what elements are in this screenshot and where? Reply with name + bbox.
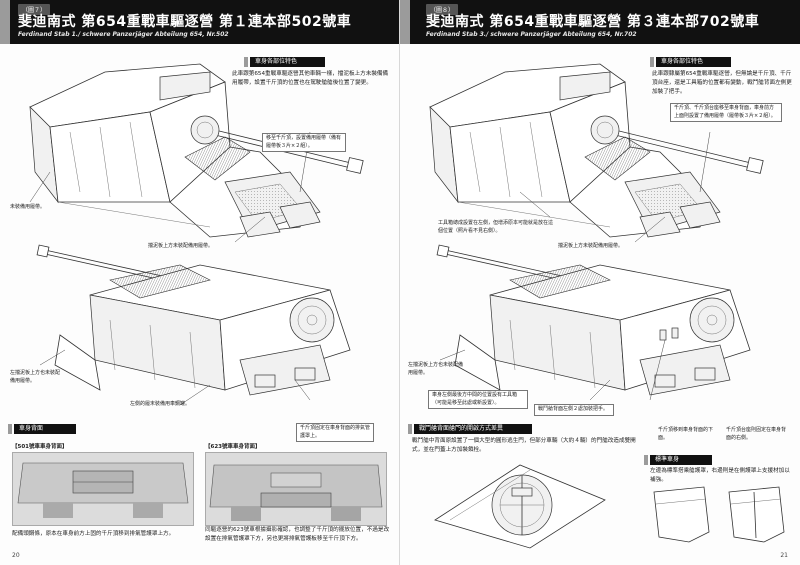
- left-section-features: 車身各部位特色: [244, 57, 325, 67]
- left-callout-mudguard-rear: 擋泥板上方未裝配備用履帶。: [148, 243, 214, 249]
- right-tank-rear-drawing: [436, 244, 751, 401]
- right-header: （圖８） 斐迪南式 第654重戰車驅逐營 第３連本部702號車 Ferdinan…: [400, 0, 800, 44]
- left-figure-tag: （圖７）: [18, 4, 51, 15]
- right-hatch-text: 戰鬥艙中背面原設置了一個大型的圓形逃生門，但部分車輛（大約４輛）的門艙改造成雙開…: [412, 438, 636, 453]
- right-header-accent: [400, 0, 410, 44]
- right-section-tools: 標準車身: [644, 455, 712, 465]
- right-figure-tag: （圖８）: [426, 4, 459, 15]
- left-photo2-label: 【623號車車身背面】: [205, 444, 261, 450]
- right-page: （圖８） 斐迪南式 第654重戰車驅逐營 第３連本部702號車 Ferdinan…: [400, 0, 800, 565]
- right-callout-jack-bottom: 千斤頂移到車身背面的下面。: [658, 427, 714, 441]
- right-callout-mudguard-left: 左擋泥板上方也未裝配備用履帶。: [408, 362, 464, 376]
- right-tank-front-drawing: [429, 63, 764, 243]
- left-photo-501-rear: [12, 452, 194, 526]
- right-section-hatch: 戰鬥艙背面艙門的開啟方式差異: [408, 424, 532, 434]
- left-tank-rear-drawing: [36, 244, 351, 406]
- left-tank-front-drawing: [29, 63, 364, 243]
- right-tools-text: 左邊為標準搭乘艙護罩，右邊則是在側護罩上支援材加以補強。: [650, 468, 790, 483]
- left-header: （圖７） 斐迪南式 第654重戰車驅逐營 第１連本部502號車 Ferdinan…: [0, 0, 399, 44]
- left-header-accent: [0, 0, 10, 44]
- right-page-subtitle: Ferdinand Stab 3./ schwere Panzerjäger A…: [426, 31, 637, 38]
- left-callout-mudguard-front: 左擋泥板上方也未裝配備用履帶。: [10, 370, 61, 384]
- left-callout-jack-back: 千斤頂固定在車身背面的排氣管護罩上。: [296, 423, 374, 442]
- left-callout-left-side: 左側的履末裝備用車鋼罐。: [130, 401, 191, 407]
- right-section-features: 車身各部位特色: [650, 57, 731, 67]
- left-features-text: 此車跟第654重戰車驅逐營其他車輛一樣，擋泥板上方未裝備備用履帶，設置千斤頂的位…: [232, 71, 389, 86]
- right-page-title: 斐迪南式 第654重戰車驅逐營 第３連本部702號車: [426, 14, 760, 30]
- right-callout-jack: 千斤頂、千斤頂台座移至車身背面，車身前方上面則設置了備用履帶（履帶板３片×２組）…: [670, 103, 782, 122]
- left-page-title: 斐迪南式 第654重戰車驅逐營 第１連本部502號車: [18, 14, 352, 30]
- right-callout-mudguard: 擋泥板上方未裝配備用履帶。: [558, 243, 624, 249]
- left-photo1-label: 【501號車車身背面】: [12, 444, 68, 450]
- left-page: （圖７） 斐迪南式 第654重戰車驅逐營 第１連本部502號車 Ferdinan…: [0, 0, 400, 565]
- right-hatch-drawing: [434, 464, 606, 549]
- left-photo-623-rear: [205, 452, 387, 526]
- left-page-subtitle: Ferdinand Stab 1./ schwere Panzerjäger A…: [18, 31, 229, 38]
- left-callout-jack: 移至千斤頂，設置備用履帶（備有履帶板３片×２組）。: [262, 133, 346, 152]
- left-callout-no-track: 未裝備用履帶。: [10, 204, 46, 210]
- left-caption-623: 同驅逐營的623號車根據攝影確認，也調整了千斤頂的擺放位置，不過是改設置在排氣管…: [205, 527, 390, 542]
- left-page-number: 20: [12, 552, 20, 559]
- right-callout-handle: 戰鬥艙背面左側２處加裝把手。: [534, 404, 614, 416]
- right-features-text: 此車跟隸屬第654重戰車驅逐營，但無論是千斤頂、千斤頂台座，還是工具箱的位置都有…: [652, 71, 792, 95]
- left-caption-501: 配備頭鋼條，原本在車身前方上固的千斤頂移到排氣管護罩上方。: [12, 531, 175, 537]
- right-callout-jack-base: 千斤頂台座則固定在車身背面的右側。: [726, 427, 787, 441]
- left-section-rear: 車身背面: [8, 424, 76, 434]
- right-callout-toolbox: 工具箱總成設置在左側，但增添原本可能就是放在這個位置（照片看不見右側）。: [438, 220, 554, 234]
- right-page-number: 21: [780, 552, 788, 559]
- right-callout-toolbox-rear: 車身左側最後方中間的位置設有工具箱（可能是移至此處或新設置）。: [428, 390, 528, 409]
- right-tools-drawing: [653, 486, 785, 543]
